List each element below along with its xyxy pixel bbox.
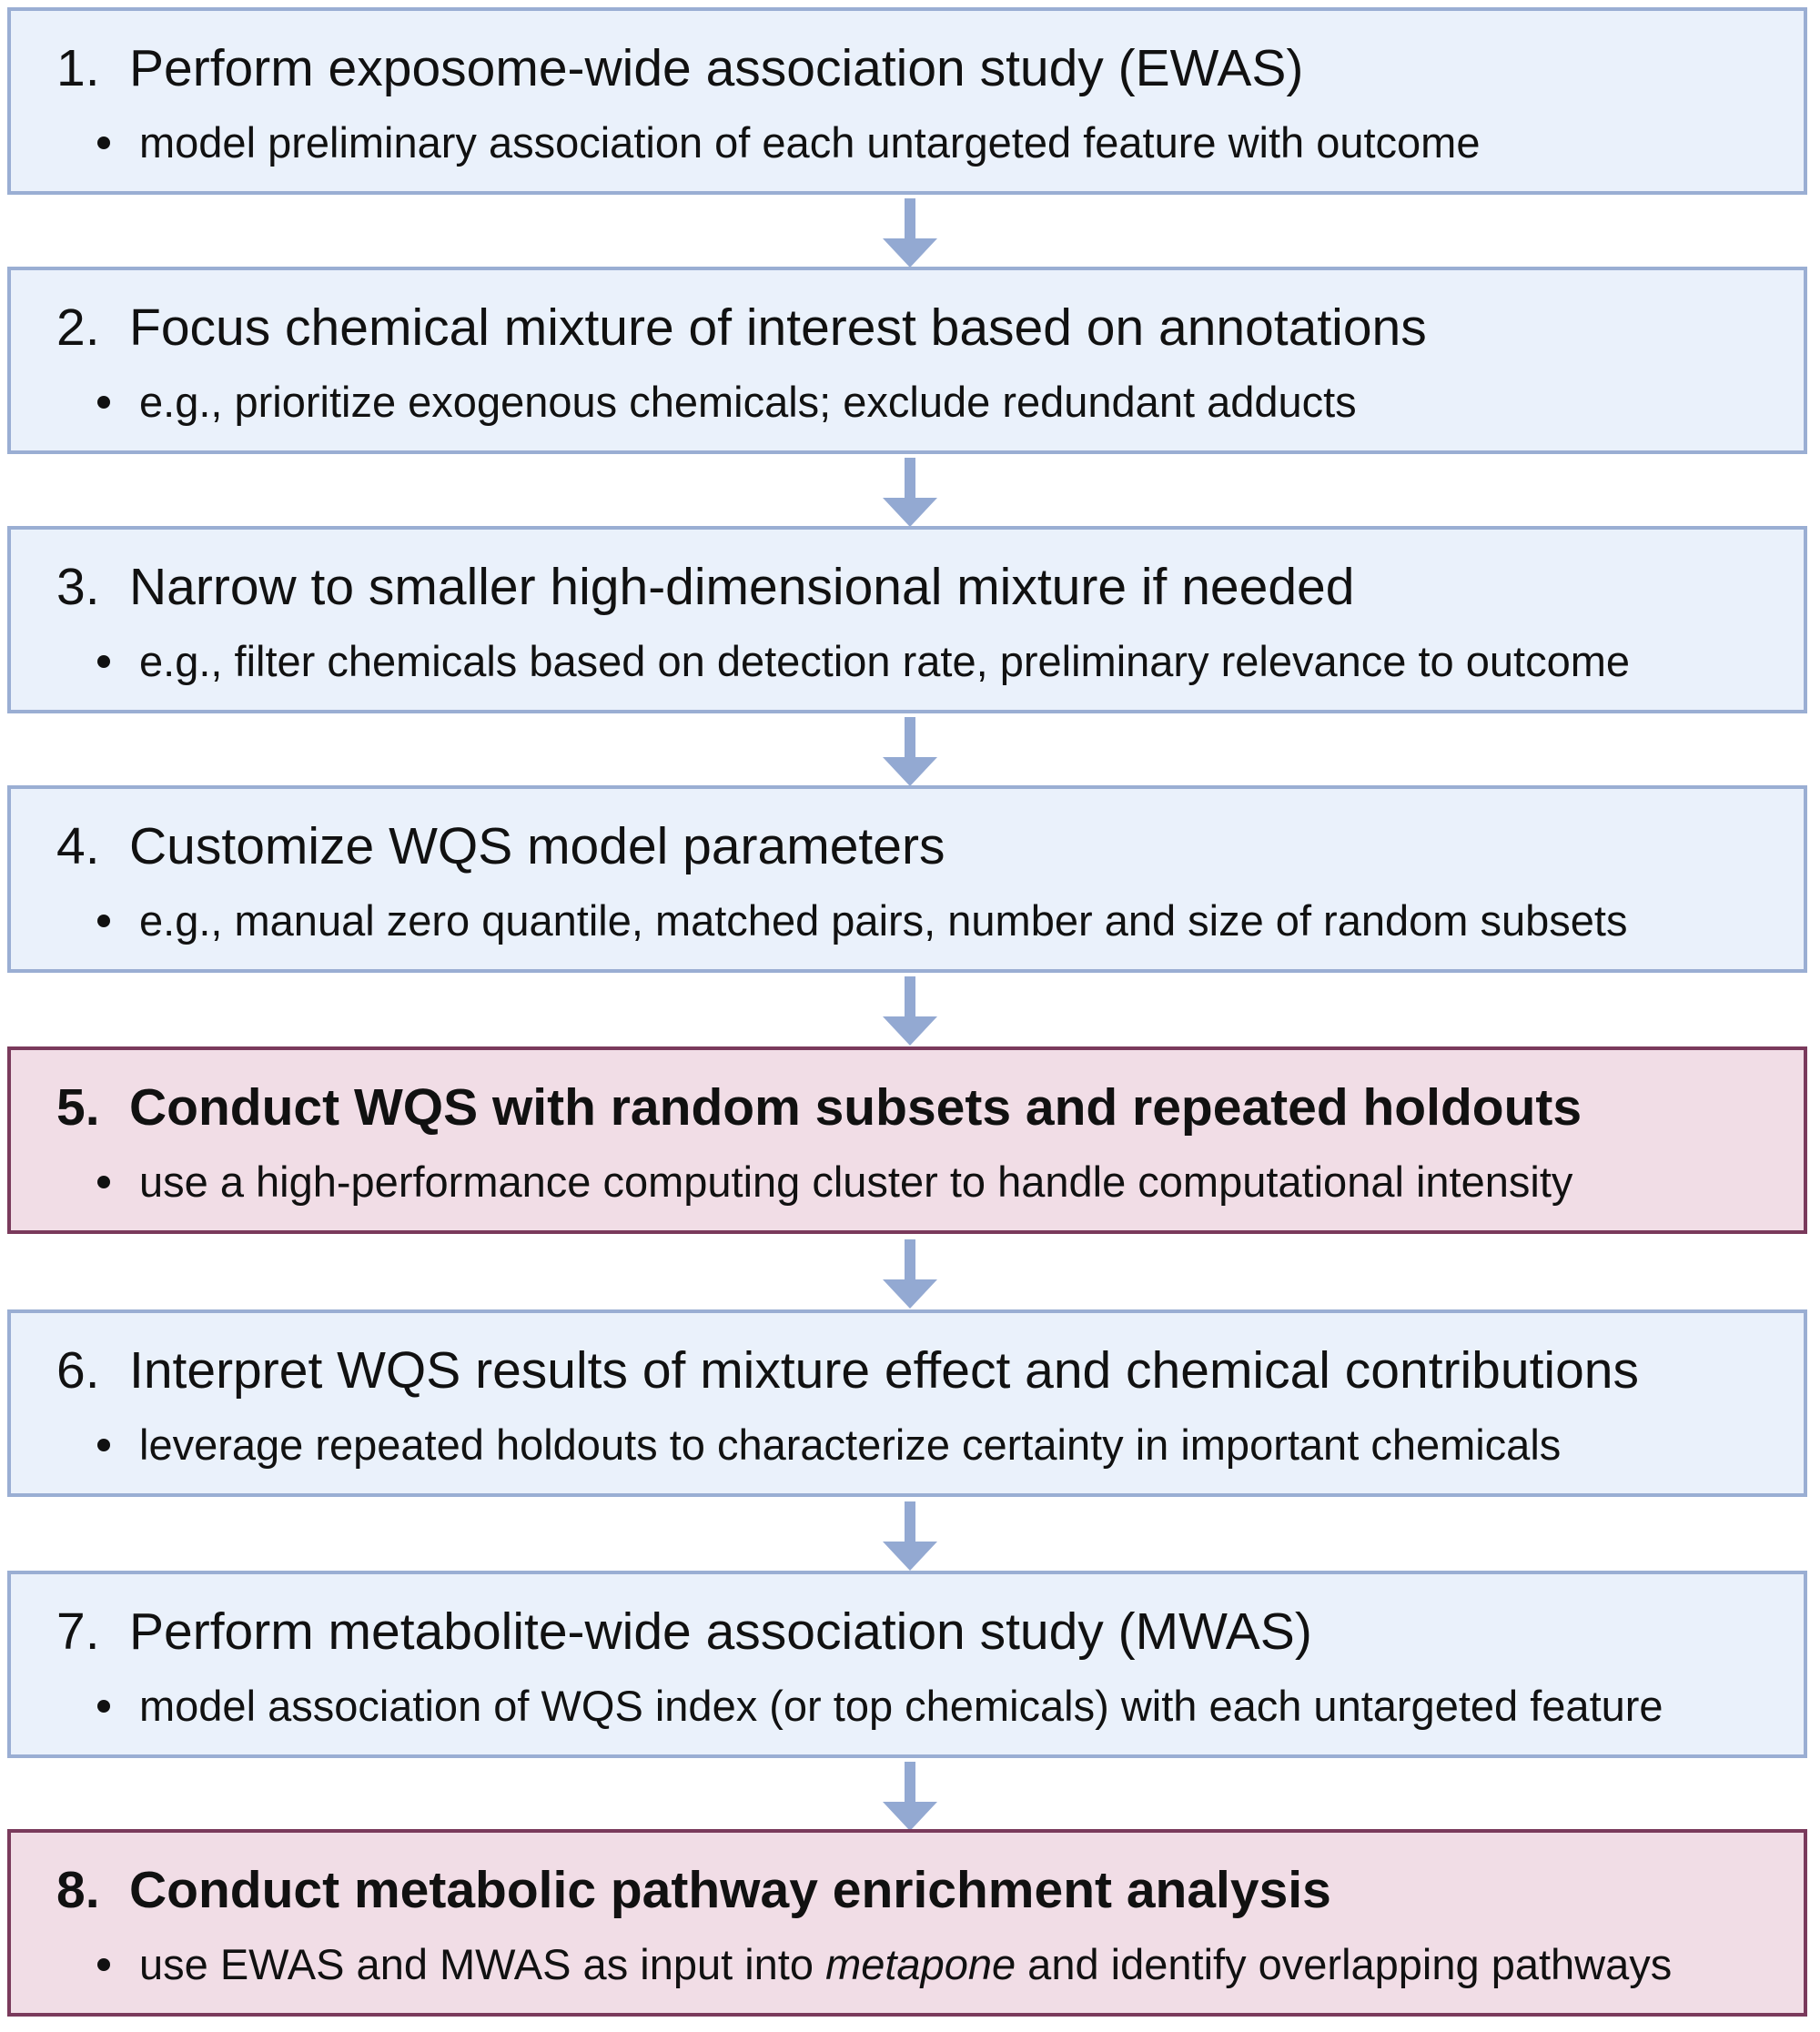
step-8-number: 8. — [56, 1861, 100, 1919]
step-4-number: 4. — [56, 817, 100, 875]
step-2-bullet: e.g., prioritize exogenous chemicals; ex… — [97, 375, 1357, 430]
step-7-title-text: Perform metabolite-wide association stud… — [129, 1602, 1312, 1661]
step-5-number: 5. — [56, 1078, 100, 1137]
step-5-title: 5. Conduct WQS with random subsets and re… — [56, 1076, 1582, 1139]
down-arrow-icon — [883, 1762, 937, 1831]
bullet-icon — [97, 654, 110, 668]
step-8-bullet-italic: metapone — [825, 1940, 1016, 1988]
step-8-bullet: use EWAS and MWAS as input into metapone… — [97, 1937, 1672, 1992]
bullet-icon — [97, 136, 110, 149]
step-7-number: 7. — [56, 1602, 100, 1661]
step-1-title: 1. Perform exposome-wide association stud… — [56, 36, 1303, 100]
down-arrow-icon — [883, 1239, 937, 1309]
step-4-bullet: e.g., manual zero quantile, matched pair… — [97, 894, 1627, 948]
step-7-bullet-text: model association of WQS index (or top c… — [139, 1682, 1663, 1730]
step-1-box: 1. Perform exposome-wide association stud… — [7, 7, 1807, 195]
step-3-title: 3. Narrow to smaller high-dimensional mix… — [56, 555, 1354, 619]
step-4-title-text: Customize WQS model parameters — [129, 817, 945, 875]
step-6-bullet: leverage repeated holdouts to characteri… — [97, 1418, 1561, 1472]
step-2-title: 2. Focus chemical mixture of interest bas… — [56, 296, 1427, 359]
step-4-bullet-text: e.g., manual zero quantile, matched pair… — [139, 896, 1628, 945]
step-3-bullet-text: e.g., filter chemicals based on detectio… — [139, 637, 1631, 685]
step-7-bullet: model association of WQS index (or top c… — [97, 1679, 1663, 1734]
step-8-title: 8. Conduct metabolic pathway enrichment a… — [56, 1858, 1331, 1922]
bullet-icon — [97, 1175, 110, 1188]
step-5-box: 5. Conduct WQS with random subsets and re… — [7, 1046, 1807, 1234]
step-3-box: 3. Narrow to smaller high-dimensional mix… — [7, 526, 1807, 713]
step-2-bullet-text: e.g., prioritize exogenous chemicals; ex… — [139, 378, 1357, 426]
bullet-icon — [97, 395, 110, 409]
bullet-icon — [97, 914, 110, 927]
step-1-bullet: model preliminary association of each un… — [97, 116, 1480, 170]
step-6-box: 6. Interpret WQS results of mixture effec… — [7, 1309, 1807, 1497]
down-arrow-icon — [883, 1501, 937, 1571]
step-1-number: 1. — [56, 39, 100, 97]
step-5-title-text: Conduct WQS with random subsets and repe… — [129, 1078, 1582, 1137]
down-arrow-icon — [883, 198, 937, 268]
step-3-number: 3. — [56, 558, 100, 616]
step-8-bullet-text-start: use EWAS and MWAS as input into — [139, 1940, 826, 1988]
step-6-title: 6. Interpret WQS results of mixture effec… — [56, 1339, 1639, 1402]
step-7-title: 7. Perform metabolite-wide association st… — [56, 1600, 1312, 1663]
step-8-box: 8. Conduct metabolic pathway enrichment a… — [7, 1829, 1807, 2017]
step-3-bullet: e.g., filter chemicals based on detectio… — [97, 634, 1630, 689]
step-4-title: 4. Customize WQS model parameters — [56, 814, 945, 878]
step-2-number: 2. — [56, 298, 100, 357]
step-6-number: 6. — [56, 1341, 100, 1400]
bullet-icon — [97, 1699, 110, 1713]
step-5-bullet-text: use a high-performance computing cluster… — [139, 1158, 1573, 1206]
down-arrow-icon — [883, 458, 937, 527]
step-7-box: 7. Perform metabolite-wide association st… — [7, 1571, 1807, 1758]
step-1-title-text: Perform exposome-wide association study … — [129, 39, 1304, 97]
step-4-box: 4. Customize WQS model parameters e.g., m… — [7, 785, 1807, 973]
step-1-bullet-text: model preliminary association of each un… — [139, 118, 1481, 167]
step-8-bullet-text-end: and identify overlapping pathways — [1016, 1940, 1673, 1988]
step-3-title-text: Narrow to smaller high-dimensional mixtu… — [129, 558, 1355, 616]
down-arrow-icon — [883, 976, 937, 1046]
bullet-icon — [97, 1957, 110, 1971]
bullet-icon — [97, 1438, 110, 1451]
step-2-box: 2. Focus chemical mixture of interest bas… — [7, 267, 1807, 454]
step-6-title-text: Interpret WQS results of mixture effect … — [129, 1341, 1639, 1400]
step-8-title-text: Conduct metabolic pathway enrichment ana… — [129, 1861, 1331, 1919]
step-5-bullet: use a high-performance computing cluster… — [97, 1155, 1572, 1209]
down-arrow-icon — [883, 717, 937, 786]
step-2-title-text: Focus chemical mixture of interest based… — [129, 298, 1427, 357]
step-6-bullet-text: leverage repeated holdouts to characteri… — [139, 1420, 1562, 1469]
